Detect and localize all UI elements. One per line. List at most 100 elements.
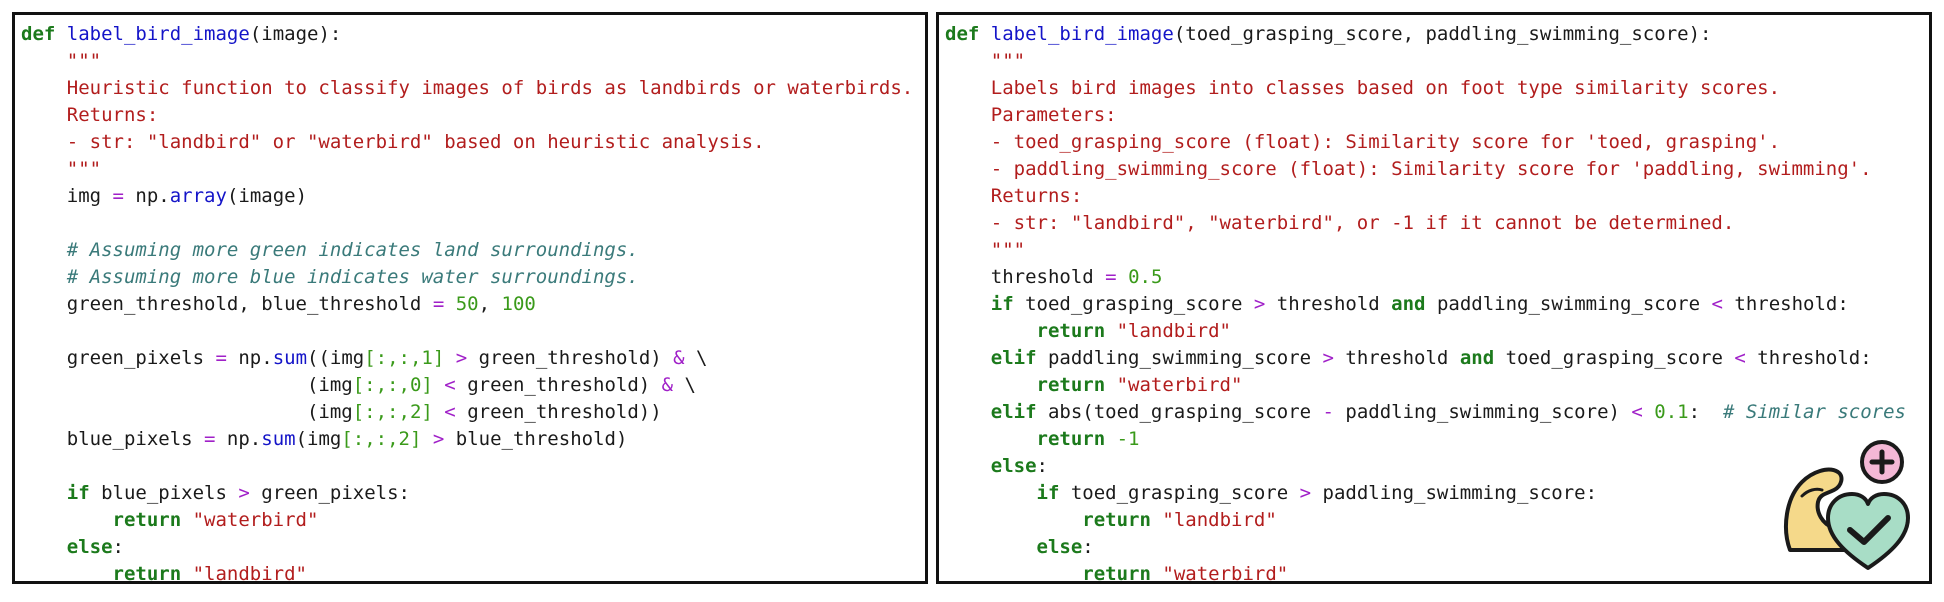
code-line: green_pixels = np.sum((img[:,:,1] > gree… — [21, 345, 913, 372]
code-token: ] — [421, 374, 433, 396]
code-token: : — [1082, 536, 1094, 558]
code-token — [433, 401, 444, 423]
code-token: blue_pixels — [89, 482, 239, 504]
code-token: np. — [215, 428, 262, 450]
code-token: [:,:, — [341, 428, 399, 450]
code-token: : — [112, 536, 124, 558]
code-line: Labels bird images into classes based on… — [945, 75, 1906, 102]
code-token: return — [1036, 320, 1106, 342]
code-token — [945, 347, 991, 369]
code-token: < — [1631, 401, 1643, 423]
code-token: return — [1082, 563, 1151, 584]
code-line: return "landbird" — [945, 318, 1906, 345]
code-token: "landbird" — [1116, 320, 1231, 342]
code-token: & — [673, 347, 685, 369]
code-token — [1643, 401, 1654, 423]
code-line: Returns: — [945, 183, 1906, 210]
code-token: (img — [21, 401, 353, 423]
code-token: 0 — [409, 374, 422, 396]
code-token — [55, 23, 66, 45]
code-token: > — [1322, 347, 1334, 369]
code-token: array — [169, 185, 227, 207]
code-token — [945, 293, 991, 315]
code-token: < — [444, 401, 456, 423]
code-token: abs(toed_grasping_score — [1036, 401, 1323, 423]
code-line: return "landbird" — [21, 561, 913, 584]
code-line: else: — [945, 534, 1906, 561]
code-token — [1151, 509, 1162, 531]
code-line: if toed_grasping_score > threshold and p… — [945, 291, 1906, 318]
code-block-left: def label_bird_image(image): """ Heurist… — [21, 21, 914, 584]
code-line: return "landbird" — [945, 507, 1906, 534]
code-line: img = np.array(image) — [21, 183, 913, 210]
code-token: if — [66, 482, 90, 504]
code-token: sum — [261, 428, 296, 450]
code-line: elif paddling_swimming_score > threshold… — [945, 345, 1906, 372]
code-token: return — [112, 563, 182, 584]
code-token: < — [444, 374, 456, 396]
code-token — [945, 320, 1037, 342]
code-token: green_pixels: — [249, 482, 410, 504]
code-panel-left: def label_bird_image(image): """ Heurist… — [12, 12, 928, 584]
code-token: , — [478, 293, 502, 315]
code-token: else — [66, 536, 113, 558]
code-token — [945, 509, 1082, 531]
code-line — [21, 318, 913, 345]
code-token: "landbird" — [192, 563, 307, 584]
code-token: 1 — [421, 347, 433, 369]
code-token — [433, 374, 444, 396]
code-token: green_threshold) — [467, 347, 674, 369]
code-token: return — [1036, 374, 1106, 396]
code-token: Labels bird images into classes based on… — [945, 77, 1781, 99]
code-token: 2 — [398, 428, 410, 450]
code-token: ] — [410, 428, 422, 450]
code-token: \ — [684, 347, 708, 369]
code-token: > — [238, 482, 250, 504]
code-token: < — [1711, 293, 1723, 315]
code-token: = — [1105, 266, 1117, 288]
code-token — [1117, 266, 1128, 288]
code-line: Heuristic function to classify images of… — [21, 75, 914, 102]
code-token: threshold: — [1745, 347, 1872, 369]
code-token: green_pixels — [21, 347, 216, 369]
code-token: : — [1036, 455, 1048, 477]
code-token: """ — [945, 50, 1026, 72]
code-token: np. — [226, 347, 273, 369]
code-block-right: def label_bird_image(toed_grasping_score… — [945, 21, 1906, 584]
code-token — [945, 455, 991, 477]
code-line: """ — [21, 156, 913, 183]
code-token: and — [1391, 293, 1426, 315]
code-token: [:,:, — [352, 374, 410, 396]
code-token: """ — [21, 158, 102, 180]
code-token: 0.5 — [1128, 266, 1163, 288]
code-line: if toed_grasping_score > paddling_swimmi… — [945, 480, 1906, 507]
code-token: - paddling_swimming_score (float): Simil… — [945, 158, 1872, 180]
code-token — [21, 563, 113, 581]
code-line: """ — [945, 48, 1906, 75]
code-token — [945, 536, 1037, 558]
code-line — [21, 453, 913, 480]
code-token: (img — [21, 374, 353, 396]
code-token — [21, 482, 67, 504]
check-mark — [1847, 515, 1891, 545]
code-line: """ — [21, 48, 913, 75]
code-line: return "waterbird" — [945, 561, 1906, 584]
code-token: Returns: — [945, 185, 1083, 207]
code-token: def — [945, 23, 980, 45]
code-token: """ — [21, 50, 102, 72]
code-token: 2 — [409, 401, 422, 423]
code-token: paddling_swimming_score — [1425, 293, 1712, 315]
code-token: img — [21, 185, 113, 207]
code-token — [181, 563, 192, 581]
code-token: else — [1036, 536, 1083, 558]
code-token — [1105, 374, 1116, 396]
code-token: - str: "landbird" or "waterbird" based o… — [21, 131, 765, 153]
code-token: sum — [272, 347, 308, 369]
code-token — [945, 482, 1037, 504]
code-token: < — [1734, 347, 1746, 369]
code-token: # Assuming more green indicates land sur… — [21, 239, 639, 261]
code-token: paddling_swimming_score: — [1311, 482, 1598, 504]
code-line: else: — [945, 453, 1906, 480]
code-token — [181, 509, 192, 531]
code-token: = — [204, 428, 216, 450]
